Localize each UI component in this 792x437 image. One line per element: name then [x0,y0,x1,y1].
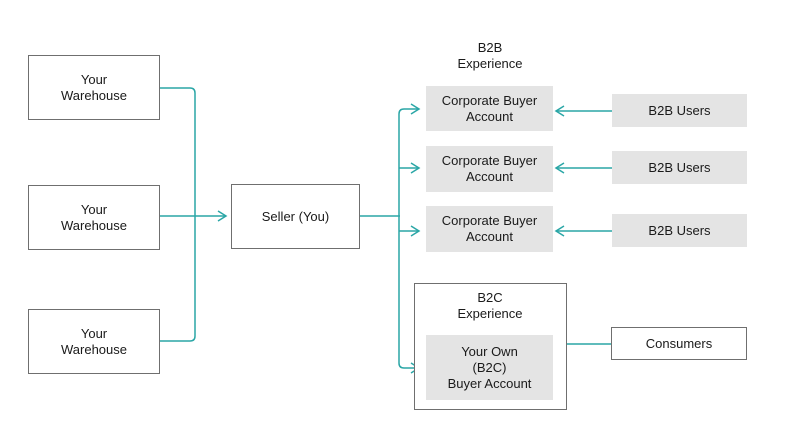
warehouse-bracket-line [160,87,196,342]
users-arrowhead-3 [554,225,565,237]
account-arrowhead-1 [410,103,421,115]
account-arrowhead-3 [410,225,421,237]
b2b-users-box-1: B2B Users [612,94,747,127]
accounts-bracket-line [398,108,418,369]
warehouse-box-3: Your Warehouse [28,309,160,374]
warehouse-box-2: Your Warehouse [28,185,160,250]
warehouse-box-1: Your Warehouse [28,55,160,120]
account-arrowhead-2 [410,162,421,174]
seller-arrowhead [217,210,228,222]
consumers-box: Consumers [611,327,747,360]
corporate-buyer-account-3: Corporate Buyer Account [426,206,553,252]
users-arrowhead-1 [554,105,565,117]
users-arrowhead-2 [554,162,565,174]
b2b-users-box-2: B2B Users [612,151,747,184]
corporate-buyer-account-2: Corporate Buyer Account [426,146,553,192]
seller-box: Seller (You) [231,184,360,249]
b2b-users-box-3: B2B Users [612,214,747,247]
b2b-heading: B2B Experience [457,40,523,71]
b2c-heading: B2C Experience [457,290,523,321]
corporate-buyer-account-1: Corporate Buyer Account [426,86,553,131]
b2c-buyer-account: Your Own (B2C) Buyer Account [426,335,553,400]
